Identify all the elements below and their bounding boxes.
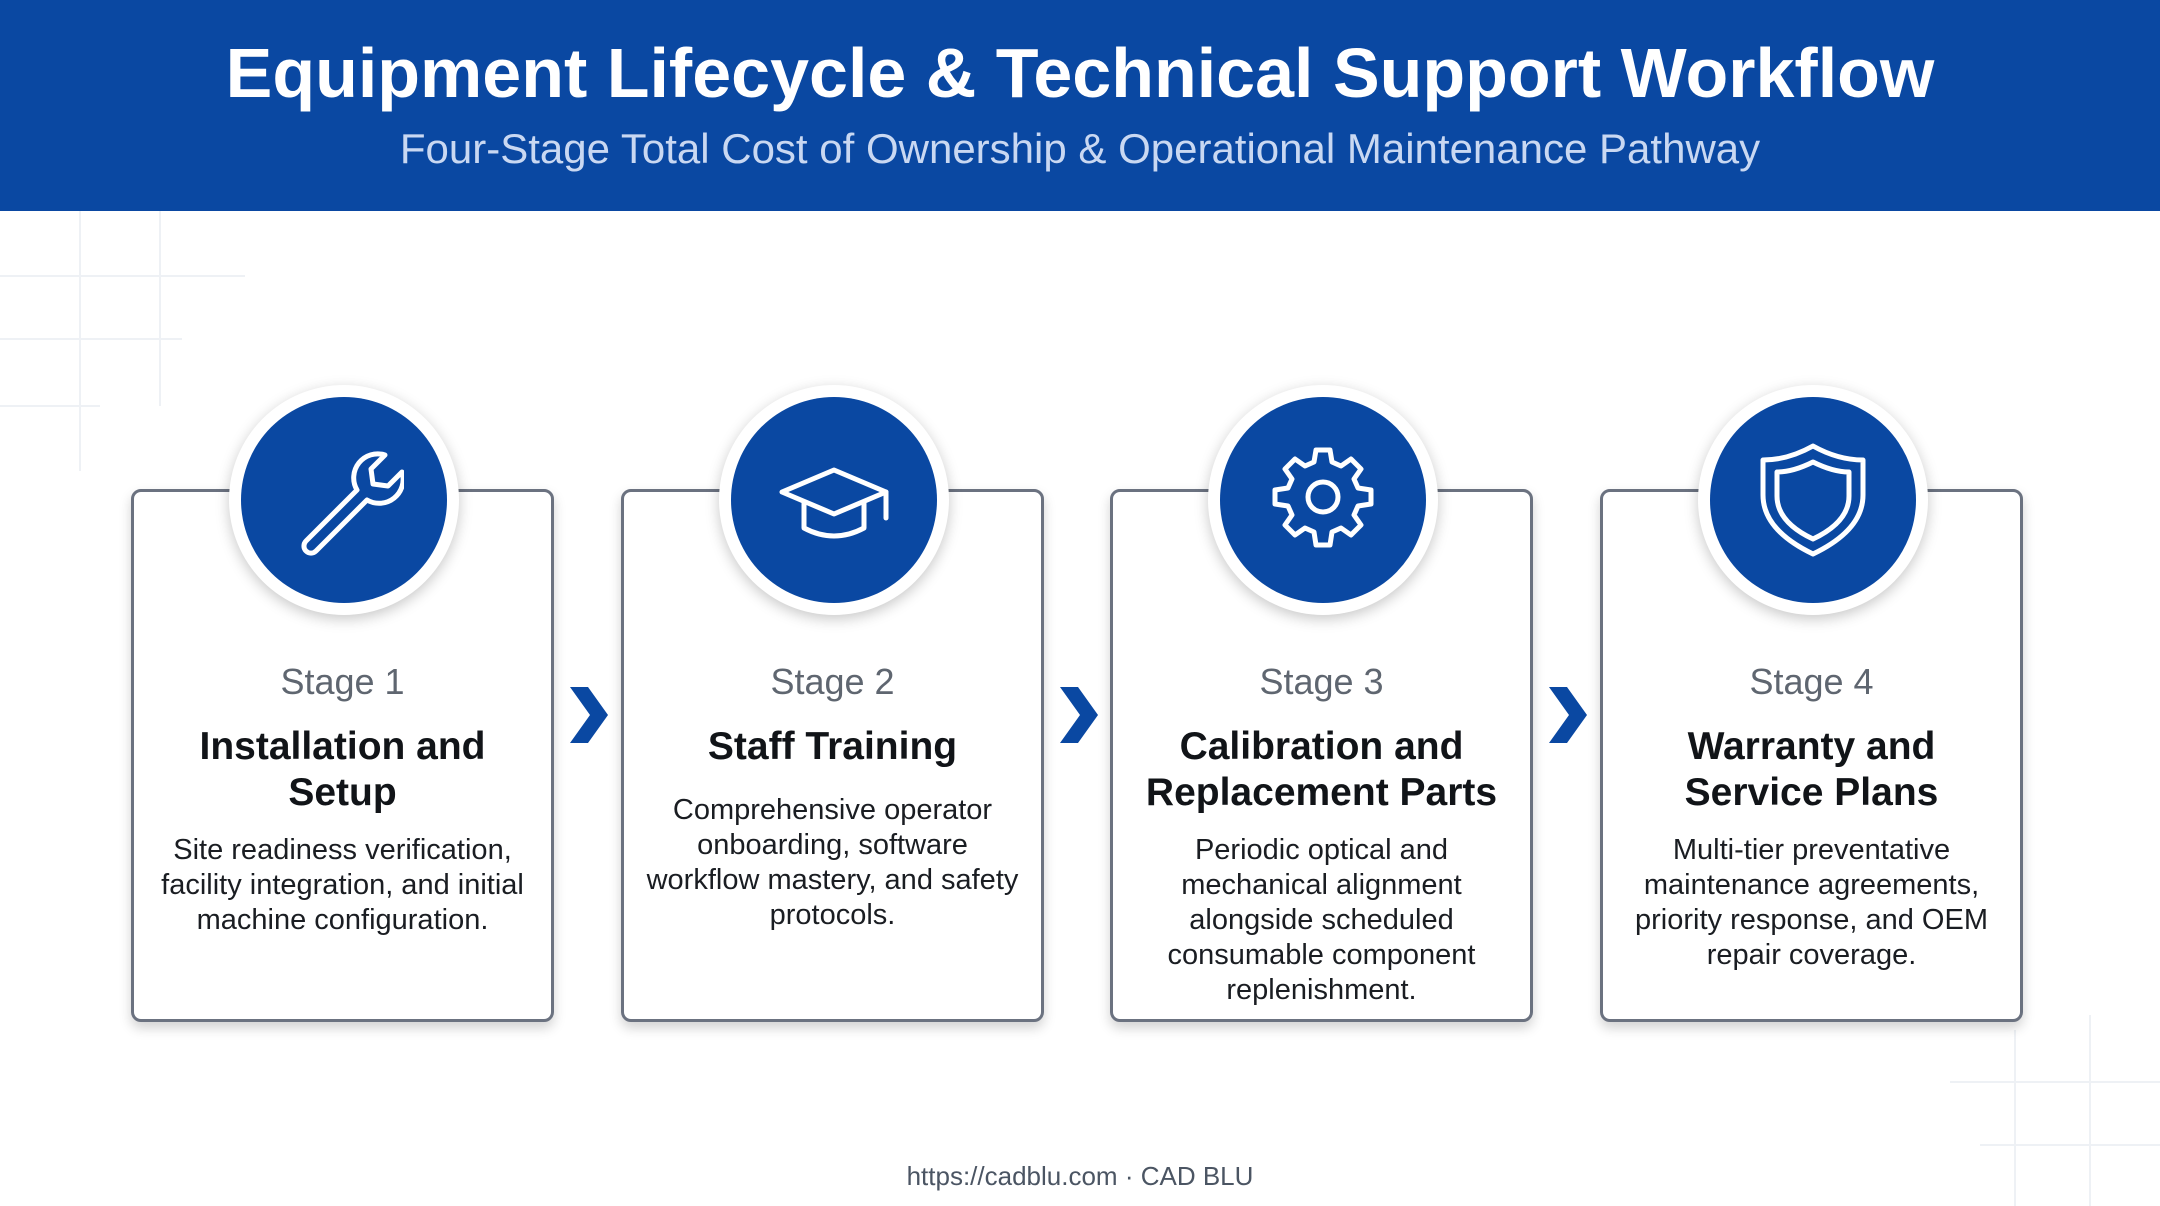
stage-3-icon-badge <box>1208 385 1438 615</box>
stage-label: Stage 4 <box>1749 661 1874 702</box>
chevron-right-icon <box>1549 687 1587 743</box>
page-subtitle: Four-Stage Total Cost of Ownership & Ope… <box>399 125 1761 172</box>
stage-label: Stage 1 <box>280 661 405 702</box>
stage-description: Periodic optical and mechanical alignmen… <box>1167 834 1476 1006</box>
stage-description: Comprehensive operator onboarding, softw… <box>646 794 1019 931</box>
graduation-cap-icon <box>779 467 889 539</box>
grid-decoration-bottom-right <box>1950 1015 2160 1206</box>
page-title: Equipment Lifecycle & Technical Support … <box>225 34 1935 112</box>
stage-label: Stage 2 <box>770 661 895 702</box>
stage-title: Calibration and Replacement Parts <box>1145 725 1498 814</box>
chevron-right-icon <box>1060 687 1098 743</box>
chevron-right-icon <box>570 687 608 743</box>
grid-decoration-top-left <box>0 211 245 471</box>
stage-2-icon-badge <box>719 385 949 615</box>
stage-description: Site readiness verification, facility in… <box>161 834 524 936</box>
stage-description: Multi-tier preventative maintenance agre… <box>1635 834 1988 971</box>
wrench-icon <box>301 451 404 556</box>
stage-title: Staff Training <box>707 725 958 768</box>
footer-source: https://cadblu.com · CAD BLU <box>906 1161 1254 1191</box>
stage-1-icon-badge <box>229 385 459 615</box>
stage-4-icon-badge <box>1698 385 1928 615</box>
stage-title: Installation and Setup <box>199 725 486 814</box>
header-banner: Equipment Lifecycle & Technical Support … <box>0 0 2160 211</box>
stage-title: Warranty and Service Plans <box>1684 725 1939 814</box>
gear-icon <box>1272 447 1374 548</box>
shield-icon <box>1760 443 1866 557</box>
stage-label: Stage 3 <box>1259 661 1384 702</box>
